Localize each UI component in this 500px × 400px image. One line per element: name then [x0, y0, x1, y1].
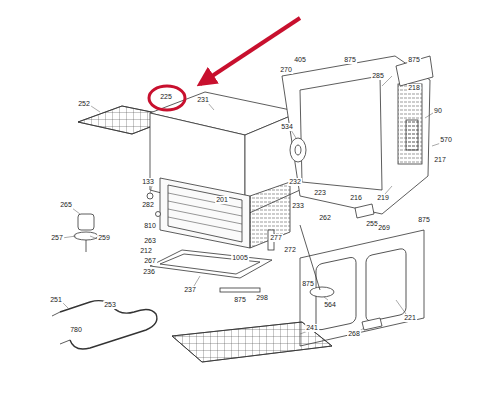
callout-number: 875	[301, 280, 315, 288]
callout-number: 262	[318, 214, 332, 222]
callout-number: 277	[269, 234, 283, 242]
fan-motor	[78, 214, 94, 230]
callout-number: 285	[371, 72, 385, 80]
callout-number: 875	[417, 216, 431, 224]
bottom-rack	[172, 322, 332, 362]
vent-ring	[310, 287, 334, 297]
callout-number: 265	[59, 201, 73, 209]
callout-number: 221	[403, 314, 417, 322]
callout-number: 268	[347, 330, 361, 338]
callout-number: 405	[293, 56, 307, 64]
callout-number: 534	[280, 123, 294, 131]
oven-cavity	[160, 178, 250, 248]
bake-element	[60, 301, 157, 349]
callout-number: 225	[159, 93, 173, 101]
door-panel	[300, 230, 424, 346]
callout-number: 223	[313, 189, 327, 197]
highlight-circle	[149, 86, 185, 110]
callout-number: 217	[433, 156, 447, 164]
callout-number: 253	[103, 301, 117, 309]
callout-number: 252	[77, 100, 91, 108]
callout-number: 241	[305, 324, 319, 332]
callout-number: 267	[143, 257, 157, 265]
convection-fan	[290, 138, 306, 162]
callout-number: 875	[343, 56, 357, 64]
callout-number: 212	[139, 247, 153, 255]
callout-number: 231	[196, 96, 210, 104]
callout-number: 1005	[231, 254, 249, 262]
callout-number: 780	[69, 326, 83, 334]
callout-number: 251	[49, 296, 63, 304]
bottom-tray	[150, 250, 272, 278]
callout-number: 237	[183, 286, 197, 294]
highlight-arrow	[200, 18, 300, 84]
callout-number: 282	[141, 201, 155, 209]
rear-cover	[396, 56, 433, 86]
callout-number: 259	[97, 234, 111, 242]
callout-number: 269	[377, 224, 391, 232]
callout-number: 232	[288, 178, 302, 186]
callout-number: 90	[433, 107, 443, 115]
callout-number: 875	[407, 56, 421, 64]
callout-number: 564	[323, 301, 337, 309]
callout-number: 875	[233, 296, 247, 304]
callout-number: 810	[143, 222, 157, 230]
callout-number: 270	[279, 66, 293, 74]
callout-number: 272	[283, 246, 297, 254]
callout-number: 257	[50, 234, 64, 242]
callout-number: 133	[141, 178, 155, 186]
callout-number: 263	[143, 237, 157, 245]
callout-number: 298	[255, 294, 269, 302]
callout-number: 570	[439, 136, 453, 144]
callout-number: 219	[376, 194, 390, 202]
callout-number: 218	[407, 84, 421, 92]
callout-number: 201	[215, 196, 229, 204]
callout-number: 233	[291, 202, 305, 210]
callout-number: 236	[142, 268, 156, 276]
callout-number: 216	[349, 194, 363, 202]
